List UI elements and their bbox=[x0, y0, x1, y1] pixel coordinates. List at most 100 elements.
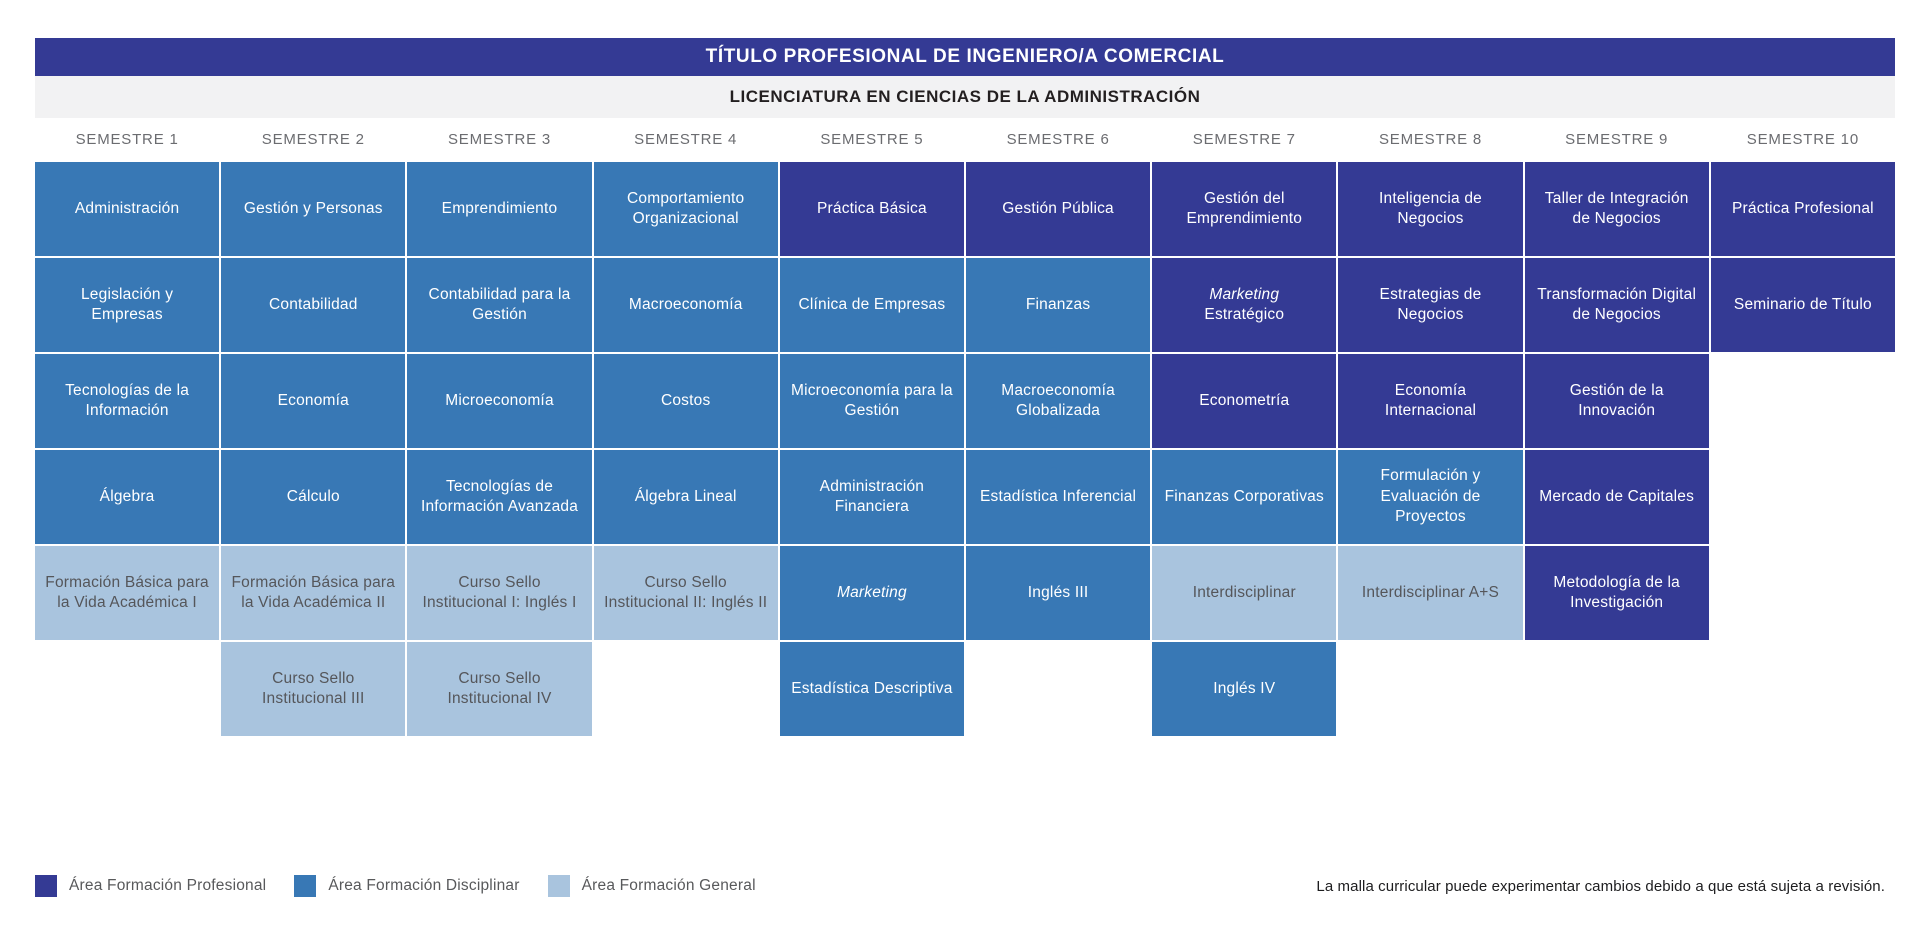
course-cell: Microeconomía bbox=[407, 354, 592, 448]
course-cell: Administración Financiera bbox=[779, 450, 964, 544]
course-cell: Interdisciplinar bbox=[1152, 546, 1337, 640]
course-cell: Curso Sello Institucional I: Inglés I bbox=[407, 546, 592, 640]
footer: Área Formación Profesional Área Formación… bbox=[35, 868, 1885, 904]
semester-header-5: SEMESTRE 5 bbox=[820, 130, 924, 148]
degree-title-bar: TÍTULO PROFESIONAL DE INGENIERO/A COMERC… bbox=[35, 38, 1895, 76]
course-cell: Tecnologías de Información Avanzada bbox=[407, 450, 592, 544]
course-name: Microeconomía bbox=[445, 391, 554, 409]
course-cell: Metodología de la Investigación bbox=[1524, 546, 1709, 640]
course-cell: Econometría bbox=[1152, 354, 1337, 448]
legend-swatch-general bbox=[547, 875, 570, 897]
course-name: Administración Financiera bbox=[819, 477, 925, 515]
course-name: Interdisciplinar A+S bbox=[1361, 583, 1500, 601]
course-name: Contabilidad para la Gestión bbox=[428, 285, 571, 323]
course-cell: Comportamiento Organizacional bbox=[593, 162, 778, 256]
semester-header-4: SEMESTRE 4 bbox=[634, 130, 738, 148]
semester-header-3: SEMESTRE 3 bbox=[447, 130, 551, 148]
course-cell: Tecnologías de la Información bbox=[35, 354, 220, 448]
course-name: Formación Básica para la Vida Académica … bbox=[231, 573, 396, 611]
disclaimer-text: La malla curricular puede experimentar c… bbox=[1316, 877, 1885, 895]
curriculum-content: TÍTULO PROFESIONAL DE INGENIERO/A COMERC… bbox=[35, 38, 1895, 736]
course-name: Legislación y Empresas bbox=[80, 285, 174, 323]
legend-label: Área Formación Disciplinar bbox=[328, 877, 520, 894]
semester-header-8: SEMESTRE 8 bbox=[1378, 130, 1482, 148]
course-name: Inteligencia de Negocios bbox=[1379, 189, 1482, 227]
course-name: Tecnologías de Información Avanzada bbox=[420, 477, 579, 515]
course-name: Estrategias de Negocios bbox=[1379, 285, 1482, 323]
course-name: Taller de Integración de Negocios bbox=[1544, 189, 1689, 227]
course-cell: Emprendimiento bbox=[407, 162, 592, 256]
course-name: Curso Sello Institucional I: Inglés I bbox=[422, 573, 577, 611]
semester-header-1: SEMESTRE 1 bbox=[75, 130, 179, 148]
course-name: Seminario de Título bbox=[1733, 295, 1872, 313]
course-cell: Estrategias de Negocios bbox=[1338, 258, 1523, 352]
course-cell: Finanzas Corporativas bbox=[1152, 450, 1337, 544]
course-cell: Economía bbox=[221, 354, 406, 448]
legend-swatch-disciplinar bbox=[294, 875, 317, 897]
course-cell: Macroeconomía bbox=[593, 258, 778, 352]
course-cell: Interdisciplinar A+S bbox=[1338, 546, 1523, 640]
semester-header-7: SEMESTRE 7 bbox=[1192, 130, 1296, 148]
course-cell: Estadística Inferencial bbox=[965, 450, 1151, 544]
course-name: Econometría bbox=[1199, 391, 1290, 409]
course-cell: Administración bbox=[35, 162, 220, 256]
course-cell: Clínica de Empresas bbox=[779, 258, 964, 352]
course-name: Administración bbox=[74, 199, 180, 217]
course-name: Gestión del Emprendimiento bbox=[1186, 189, 1303, 227]
course-name: Curso Sello Institucional II: Inglés II bbox=[604, 573, 768, 611]
course-cell: Formación Básica para la Vida Académica … bbox=[221, 546, 406, 640]
course-cell: Contabilidad para la Gestión bbox=[407, 258, 592, 352]
course-cell: Taller de Integración de Negocios bbox=[1524, 162, 1709, 256]
legend-label: Área Formación Profesional bbox=[69, 877, 267, 894]
course-cell: Práctica Básica bbox=[779, 162, 964, 256]
course-name: Interdisciplinar bbox=[1192, 583, 1296, 601]
course-name: Finanzas bbox=[1025, 295, 1091, 313]
course-name: Inglés IV bbox=[1213, 679, 1276, 697]
course-name: Estadística Descriptiva bbox=[791, 679, 953, 697]
course-name: Emprendimiento bbox=[441, 199, 558, 217]
course-cell: Formulación y Evaluación de Proyectos bbox=[1338, 450, 1523, 544]
course-cell: Macroeconomía Globalizada bbox=[965, 354, 1151, 448]
course-cell: Seminario de Título bbox=[1710, 258, 1895, 352]
degree-title: TÍTULO PROFESIONAL DE INGENIERO/A COMERC… bbox=[705, 46, 1225, 67]
course-cell: Curso Sello Institucional IV bbox=[407, 642, 592, 736]
course-cell: Transformación Digital de Negocios bbox=[1524, 258, 1709, 352]
legend-label: Área Formación General bbox=[581, 877, 756, 894]
semester-header-9: SEMESTRE 9 bbox=[1565, 130, 1669, 148]
course-name: Práctica Profesional bbox=[1731, 199, 1874, 217]
course-name: Curso Sello Institucional IV bbox=[447, 669, 552, 707]
course-cell: Gestión del Emprendimiento bbox=[1152, 162, 1337, 256]
course-name: Transformación Digital de Negocios bbox=[1537, 285, 1697, 323]
course-name: Economía Internacional bbox=[1384, 381, 1477, 419]
course-cell: Mercado de Capitales bbox=[1524, 450, 1709, 544]
course-cell: Gestión de la Innovación bbox=[1524, 354, 1709, 448]
course-name: Contabilidad bbox=[269, 295, 358, 313]
licentiate-subtitle: LICENCIATURA EN CIENCIAS DE LA ADMINISTR… bbox=[729, 87, 1201, 106]
course-cell: Costos bbox=[593, 354, 778, 448]
course-name: Finanzas Corporativas bbox=[1164, 487, 1324, 505]
course-name: Mercado de Capitales bbox=[1539, 487, 1695, 505]
semester-header-10: SEMESTRE 10 bbox=[1746, 130, 1859, 148]
course-cell: Inglés III bbox=[965, 546, 1151, 640]
course-cell: Formación Básica para la Vida Académica … bbox=[35, 546, 220, 640]
legend-swatch-profesional bbox=[35, 875, 57, 897]
course-name: Macroeconomía bbox=[628, 295, 743, 313]
course-cell: Estadística Descriptiva bbox=[779, 642, 964, 736]
course-cell: Marketing bbox=[779, 546, 964, 640]
course-cell: Contabilidad bbox=[221, 258, 406, 352]
course-name: Gestión Pública bbox=[1002, 199, 1114, 217]
course-name: Práctica Básica bbox=[816, 199, 927, 217]
course-cell: Curso Sello Institucional III bbox=[221, 642, 406, 736]
course-name: Economía bbox=[277, 391, 349, 409]
course-name: Costos bbox=[660, 391, 711, 409]
legend-item-disciplinar: Área Formación Disciplinar bbox=[294, 875, 519, 897]
semester-header-6: SEMESTRE 6 bbox=[1006, 130, 1110, 148]
course-name: Marketing bbox=[836, 583, 907, 601]
course-cell: Cálculo bbox=[221, 450, 406, 544]
course-name: Estadística Inferencial bbox=[979, 487, 1137, 505]
semester-header-2: SEMESTRE 2 bbox=[261, 130, 365, 148]
course-name: Álgebra Lineal bbox=[634, 487, 737, 505]
